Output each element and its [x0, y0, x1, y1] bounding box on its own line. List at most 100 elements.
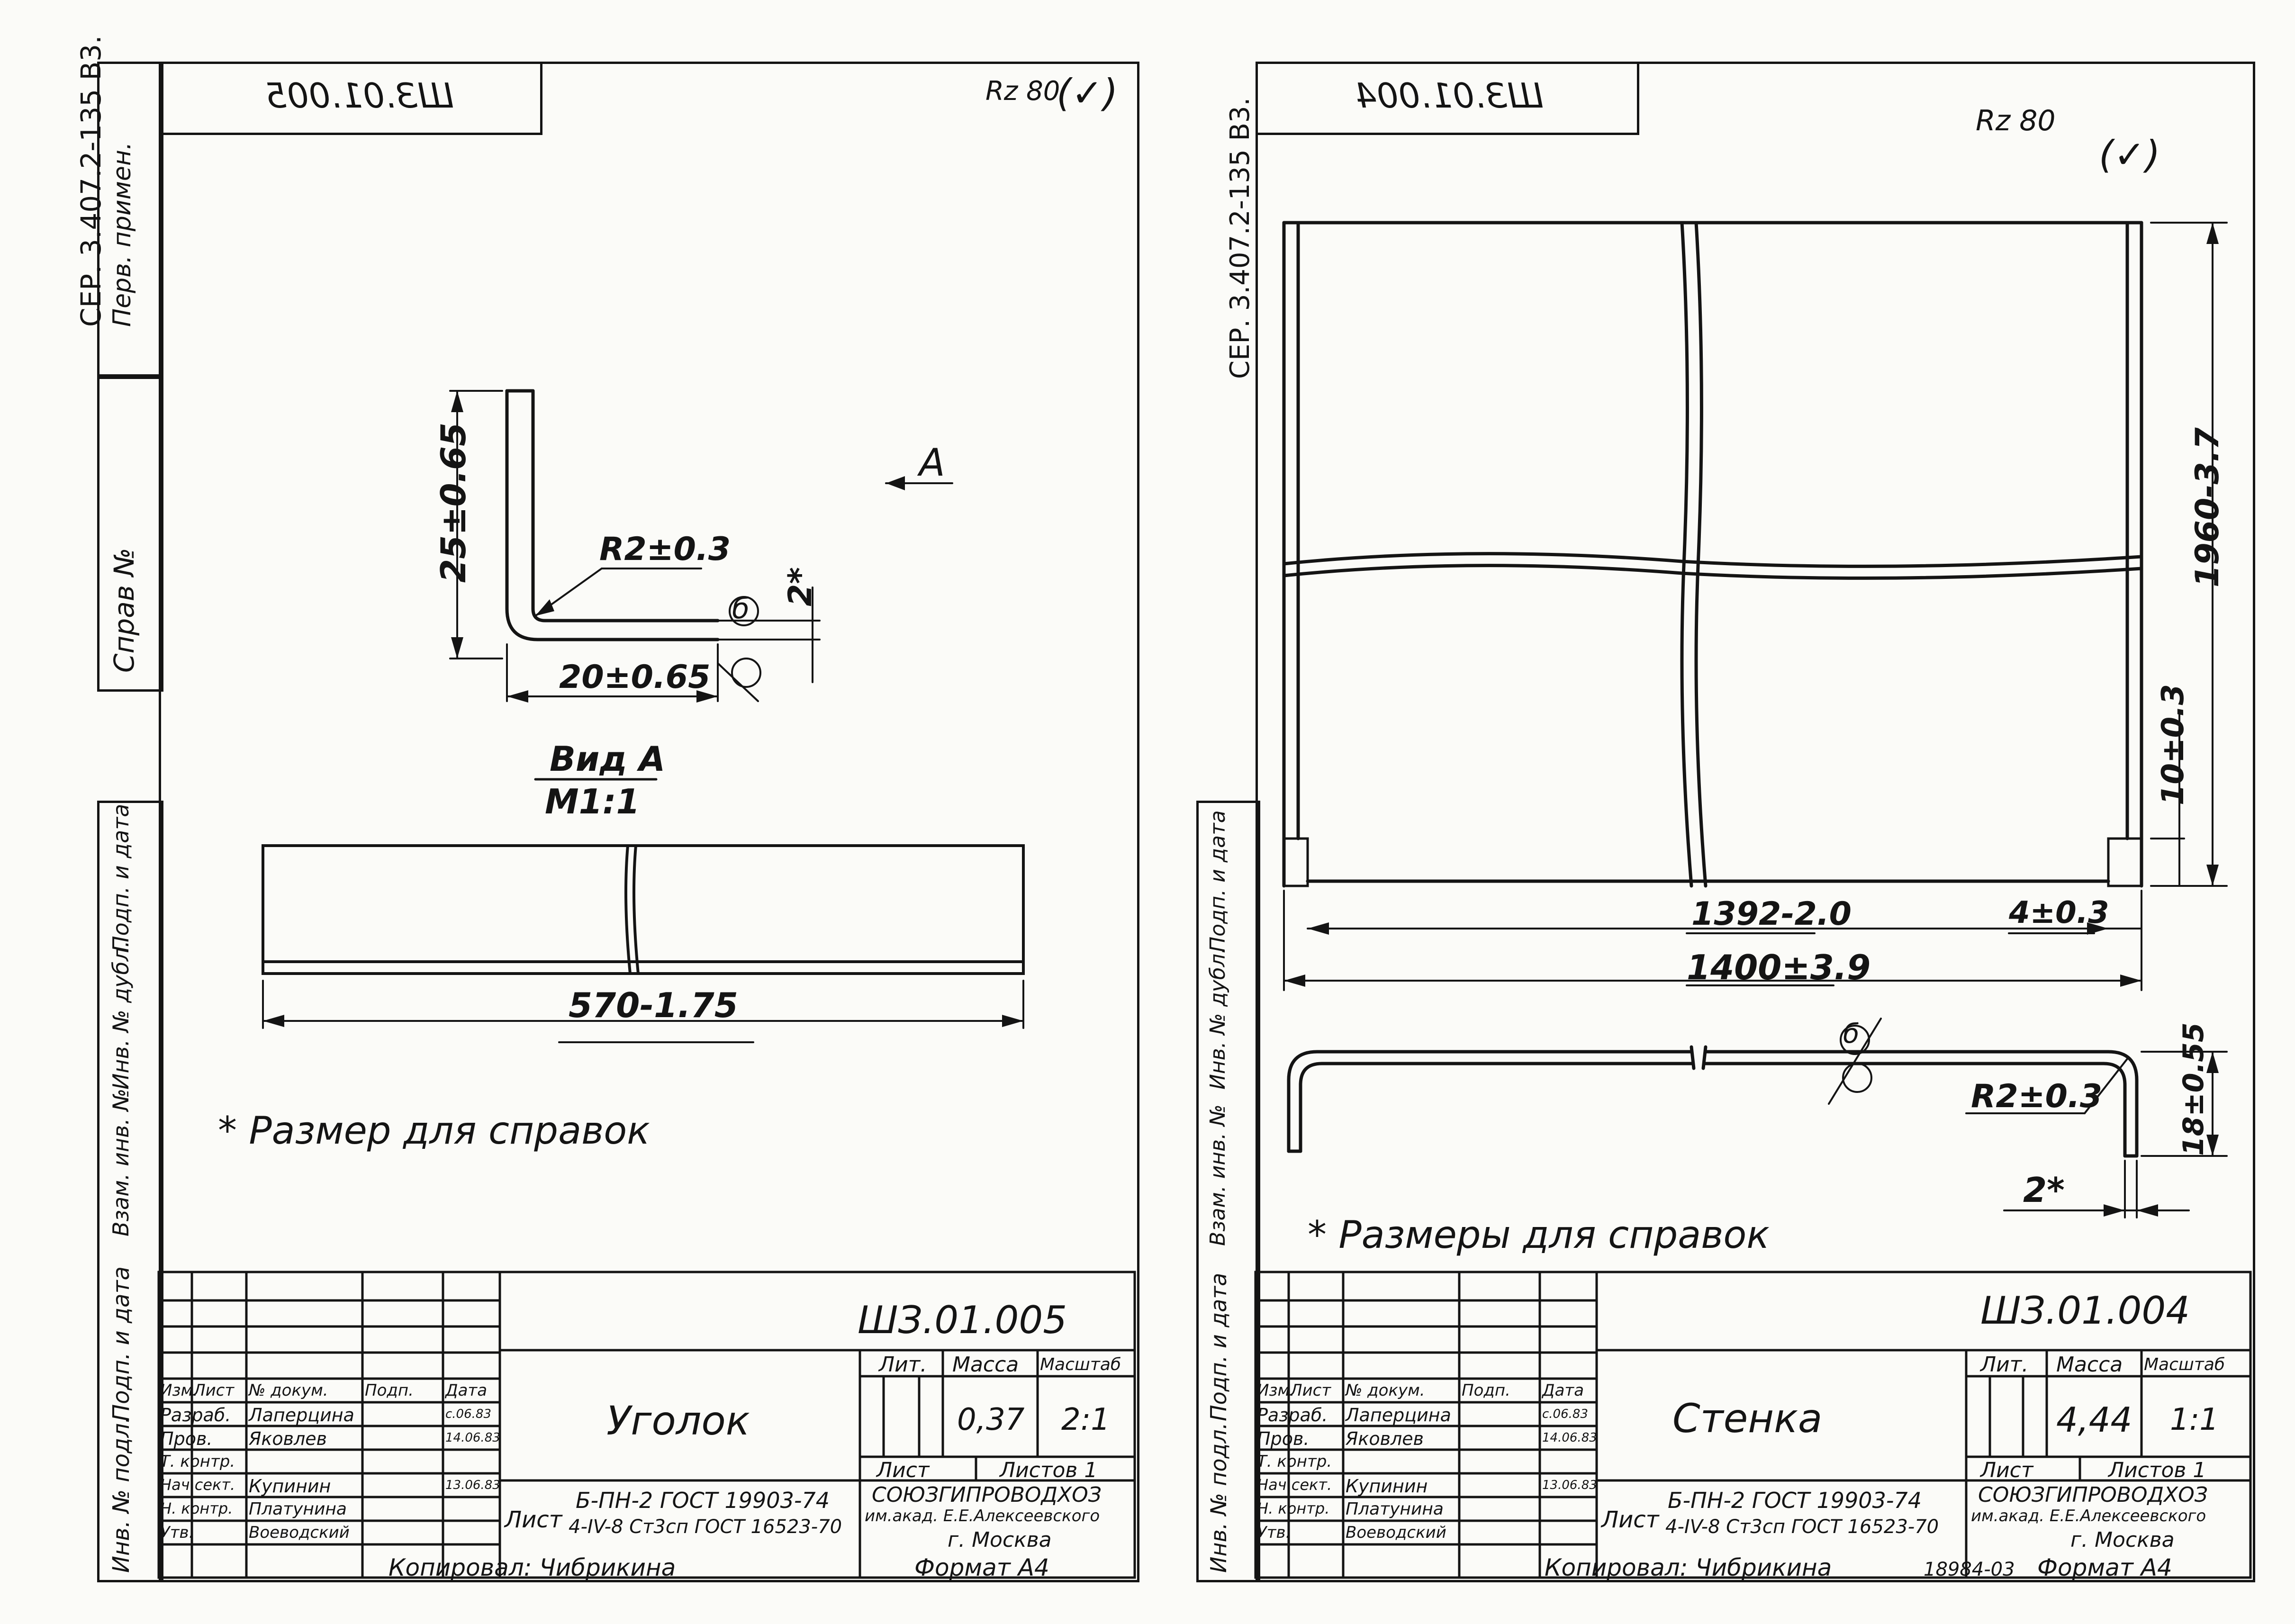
right-sheet-frame	[1256, 62, 2255, 1582]
left-person-name: Яковлев	[249, 1428, 327, 1449]
right-person-date: 13.06.83	[1542, 1478, 1597, 1492]
right-person-role: Утв.	[1257, 1523, 1291, 1542]
left-roughness-check: (✓)	[1057, 71, 1118, 115]
left-copied-by: Копировал: Чибрикина	[389, 1554, 676, 1581]
right-roughness-mark: Rz 80	[1976, 104, 2056, 137]
left-person-role: Н. контр.	[160, 1499, 233, 1517]
left-role-date: Дата	[445, 1381, 488, 1400]
left-person-name: Платунина	[249, 1499, 347, 1519]
right-role-doc-no: № докум.	[1346, 1381, 1425, 1400]
left-ref-no-box	[97, 374, 163, 692]
right-sheet-label: Лист	[1980, 1458, 2033, 1482]
left-format: Формат А4	[914, 1554, 1049, 1581]
right-material-line1: Б-ПН-2 ГОСТ 19903-74	[1668, 1488, 1922, 1513]
left-material-prefix: Лист	[505, 1507, 562, 1533]
left-role-list: Лист	[193, 1381, 235, 1400]
left-role-izm: Изм.	[160, 1381, 198, 1400]
right-note: * Размеры для справок	[1308, 1213, 1770, 1257]
right-dim-thickness: 2*	[2023, 1170, 2065, 1210]
right-scale-value: 1:1	[2170, 1402, 2219, 1437]
left-scale-label: Масштаб	[1040, 1355, 1121, 1374]
right-person-role: Н. контр.	[1257, 1499, 1330, 1517]
right-person-role: Т. контр.	[1257, 1452, 1332, 1471]
right-weld-mark: б	[1843, 1019, 1860, 1049]
left-person-role: Нач.сект.	[160, 1476, 235, 1494]
left-org-line2: им.акад. Е.Е.Алексеевского	[865, 1507, 1100, 1525]
right-person-role: Пров.	[1257, 1428, 1310, 1449]
left-person-role: Пров.	[160, 1428, 213, 1449]
right-role-list: Лист	[1290, 1381, 1331, 1400]
left-org-line3: г. Москва	[948, 1528, 1052, 1552]
left-person-role: Т. контр.	[160, 1452, 235, 1471]
angle-plan-view	[262, 844, 1025, 975]
left-first-use-box	[97, 62, 163, 379]
left-doc-code: ШЗ.01.005	[858, 1298, 1067, 1342]
right-dim-end-gap: 4±0.3	[2009, 895, 2109, 930]
left-mass-label: Масса	[952, 1353, 1019, 1377]
right-role-date: Дата	[1542, 1381, 1584, 1400]
right-role-izm: Изм.	[1257, 1381, 1295, 1400]
left-dim-radius: R2±0.3	[599, 531, 731, 568]
left-view-title: Вид А	[550, 739, 666, 779]
right-role-sign: Подп.	[1462, 1381, 1510, 1400]
right-scale-label: Масштаб	[2144, 1355, 2225, 1374]
left-scale-value: 2:1	[1061, 1402, 1110, 1437]
left-person-role: Разраб.	[160, 1405, 231, 1426]
left-dim-length: 570-1.75	[569, 985, 738, 1025]
left-role-sign: Подп.	[365, 1381, 414, 1400]
left-person-date: 13.06.83	[445, 1478, 500, 1492]
right-material-prefix: Лист	[1601, 1507, 1659, 1533]
right-mass-label: Масса	[2056, 1353, 2123, 1377]
angle-profile-inner	[531, 389, 720, 623]
left-mass-value: 0,37	[957, 1402, 1025, 1437]
right-material-line2: 4-IV-8 Ст3сп ГОСТ 16523-70	[1665, 1516, 1939, 1538]
left-sheet-label: Лист	[876, 1458, 930, 1482]
right-dim-radius: R2±0.3	[1971, 1078, 2103, 1115]
left-material-line2: 4-IV-8 Ст3сп ГОСТ 16523-70	[569, 1516, 842, 1538]
right-person-role: Нач.сект.	[1257, 1476, 1332, 1494]
left-weld-mark: б	[732, 592, 750, 625]
right-corner-code-box	[1256, 62, 1639, 135]
left-sheet-frame	[159, 62, 1139, 1582]
left-person-name: Купинин	[249, 1476, 331, 1497]
left-margin-strip	[97, 801, 163, 1582]
right-dim-inner-length: 1392-2.0	[1691, 895, 1852, 933]
right-copied-by: Копировал: Чибрикина	[1545, 1554, 1832, 1581]
right-mass-value: 4,44	[2056, 1400, 2132, 1440]
right-org-line2: им.акад. Е.Е.Алексеевского	[1971, 1507, 2206, 1525]
right-dim-overall-length: 1400±3.9	[1687, 947, 1871, 987]
left-corner-code-box	[159, 62, 542, 135]
right-part-name: Стенка	[1672, 1395, 1823, 1442]
right-doc-code: ШЗ.01.004	[1980, 1289, 2190, 1333]
left-dim-width: 20±0.65	[559, 659, 711, 696]
left-person-role: Утв.	[160, 1523, 194, 1542]
left-note: * Размер для справок	[218, 1109, 650, 1153]
right-person-date: с.06.83	[1542, 1407, 1588, 1421]
right-person-name: Воеводский	[1346, 1523, 1446, 1542]
right-sheets-label: Листов 1	[2108, 1458, 2206, 1482]
left-section-a: А	[919, 441, 945, 485]
right-person-name: Купинин	[1346, 1476, 1428, 1497]
right-person-name: Яковлев	[1346, 1428, 1424, 1449]
right-person-name: Платунина	[1346, 1499, 1444, 1519]
wall-section-profile	[1287, 1050, 1693, 1153]
right-order-no: 18984-03	[1924, 1559, 2015, 1580]
left-role-doc-no: № докум.	[249, 1381, 328, 1400]
right-lit-label: Лит.	[1980, 1353, 2029, 1377]
left-person-name: Воеводский	[249, 1523, 350, 1542]
left-person-name: Лаперцина	[249, 1405, 354, 1426]
right-person-name: Лаперцина	[1346, 1405, 1451, 1426]
left-lit-label: Лит.	[879, 1353, 927, 1377]
left-org-line1: СОЮЗГИПРОВОДХОЗ	[872, 1483, 1102, 1507]
right-roughness-check: (✓)	[2099, 133, 2160, 177]
left-person-date: с.06.83	[445, 1407, 491, 1421]
right-person-date: 14.06.83	[1542, 1431, 1597, 1445]
right-org-line3: г. Москва	[2070, 1528, 2175, 1552]
left-part-name: Уголок	[606, 1398, 750, 1444]
left-person-date: 14.06.83	[445, 1431, 500, 1445]
angle-profile-outer	[505, 389, 720, 641]
left-sheets-label: Листов 1	[1000, 1458, 1098, 1482]
